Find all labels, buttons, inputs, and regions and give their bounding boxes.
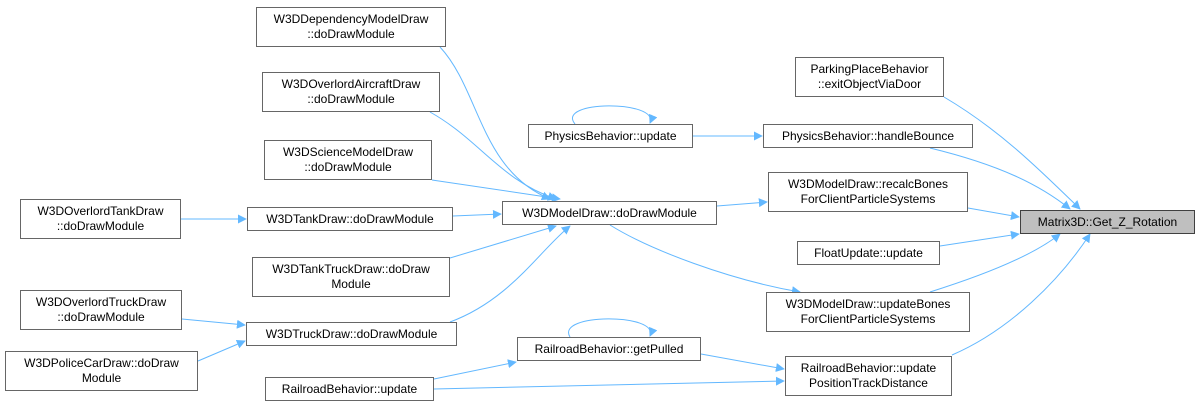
call-edge bbox=[449, 225, 571, 323]
node-label-line: FloatUpdate::update bbox=[814, 245, 923, 260]
node-label-line: W3DScienceModelDraw bbox=[282, 145, 414, 159]
node-label-line: ::doDrawModule bbox=[56, 219, 145, 233]
node-label-line: RailroadBehavior::update bbox=[800, 361, 937, 375]
node-label-line: Module bbox=[331, 277, 371, 291]
call-edge bbox=[429, 111, 557, 201]
call-edge bbox=[929, 147, 1071, 210]
function-node[interactable]: FloatUpdate::update bbox=[797, 241, 940, 265]
function-node[interactable]: W3DScienceModelDraw::doDrawModule bbox=[264, 140, 432, 180]
node-label-line: RailroadBehavior::getPulled bbox=[534, 341, 684, 356]
function-node[interactable]: PhysicsBehavior::handleBounce bbox=[763, 124, 973, 148]
call-edge bbox=[433, 376, 785, 390]
node-label-line: W3DModelDraw::updateBones bbox=[785, 297, 951, 311]
node-label-line: W3DPoliceCarDraw::doDraw bbox=[24, 356, 179, 370]
call-edge bbox=[951, 233, 1091, 356]
node-label-line: Module bbox=[81, 371, 122, 385]
node-label-line: ::doDrawModule bbox=[307, 27, 395, 41]
function-node[interactable]: W3DOverlordAircraftDraw::doDrawModule bbox=[262, 72, 440, 112]
call-edge bbox=[967, 207, 1020, 221]
call-edge bbox=[700, 353, 785, 372]
node-label-line: ::exitObjectViaDoor bbox=[817, 77, 922, 91]
edge-layer bbox=[181, 46, 1091, 390]
function-node[interactable]: RailroadBehavior::update bbox=[265, 377, 434, 401]
call-edge bbox=[449, 224, 557, 259]
node-label-line: ForClientParticleSystems bbox=[800, 312, 936, 326]
call-edge bbox=[197, 340, 246, 362]
self-loop-edge bbox=[568, 318, 658, 338]
node-label-line: ::doDrawModule bbox=[304, 160, 392, 174]
node-label-line: PhysicsBehavior::update bbox=[544, 128, 677, 143]
call-edge bbox=[929, 233, 1061, 293]
focus-node: Matrix3D::Get_Z_Rotation bbox=[1020, 210, 1195, 234]
node-label-line: W3DDependencyModelDraw bbox=[273, 12, 429, 26]
node-label-line: ForClientParticleSystems bbox=[800, 192, 936, 206]
function-node[interactable]: W3DOverlordTruckDraw::doDrawModule bbox=[20, 290, 182, 330]
node-label-line: W3DTruckDraw::doDrawModule bbox=[265, 326, 438, 341]
call-edge bbox=[716, 198, 768, 208]
node-label-line: W3DTankTruckDraw::doDraw bbox=[272, 262, 430, 276]
function-node[interactable]: W3DModelDraw::doDrawModule bbox=[502, 201, 717, 225]
self-loop-edge bbox=[571, 105, 658, 125]
function-node[interactable]: W3DTankDraw::doDrawModule bbox=[247, 207, 453, 231]
call-edge bbox=[431, 179, 561, 203]
call-edge bbox=[433, 359, 517, 380]
node-label-line: W3DOverlordAircraftDraw bbox=[281, 77, 421, 91]
node-label-line: W3DModelDraw::recalcBones bbox=[787, 177, 949, 191]
call-edge bbox=[943, 96, 1081, 210]
function-node[interactable]: W3DTruckDraw::doDrawModule bbox=[246, 322, 457, 346]
node-label-line: ParkingPlaceBehavior bbox=[810, 62, 929, 76]
node-label-line: W3DTankDraw::doDrawModule bbox=[266, 211, 434, 226]
function-node[interactable]: W3DOverlordTankDraw::doDrawModule bbox=[20, 199, 181, 239]
call-edge bbox=[452, 209, 502, 219]
call-edge bbox=[609, 224, 801, 296]
node-label-line: RailroadBehavior::update bbox=[281, 381, 418, 396]
node-label-line: W3DOverlordTankDraw bbox=[37, 204, 164, 218]
node-label-line: W3DOverlordTruckDraw bbox=[35, 295, 167, 309]
node-label-line: PhysicsBehavior::handleBounce bbox=[781, 128, 955, 143]
function-node[interactable]: ParkingPlaceBehavior::exitObjectViaDoor bbox=[795, 57, 944, 97]
function-node[interactable]: W3DDependencyModelDraw::doDrawModule bbox=[256, 7, 446, 47]
call-edge bbox=[939, 230, 1020, 247]
node-label-line: ::doDrawModule bbox=[57, 310, 145, 324]
function-node[interactable]: PhysicsBehavior::update bbox=[528, 124, 693, 148]
node-label-line: Matrix3D::Get_Z_Rotation bbox=[1037, 214, 1178, 229]
node-label-line: PositionTrackDistance bbox=[809, 376, 928, 390]
node-label-line: ::doDrawModule bbox=[307, 92, 395, 106]
node-label-line: W3DModelDraw::doDrawModule bbox=[522, 205, 697, 220]
call-edge bbox=[181, 318, 246, 329]
call-edge bbox=[439, 46, 551, 201]
function-node[interactable]: RailroadBehavior::getPulled bbox=[517, 337, 701, 361]
